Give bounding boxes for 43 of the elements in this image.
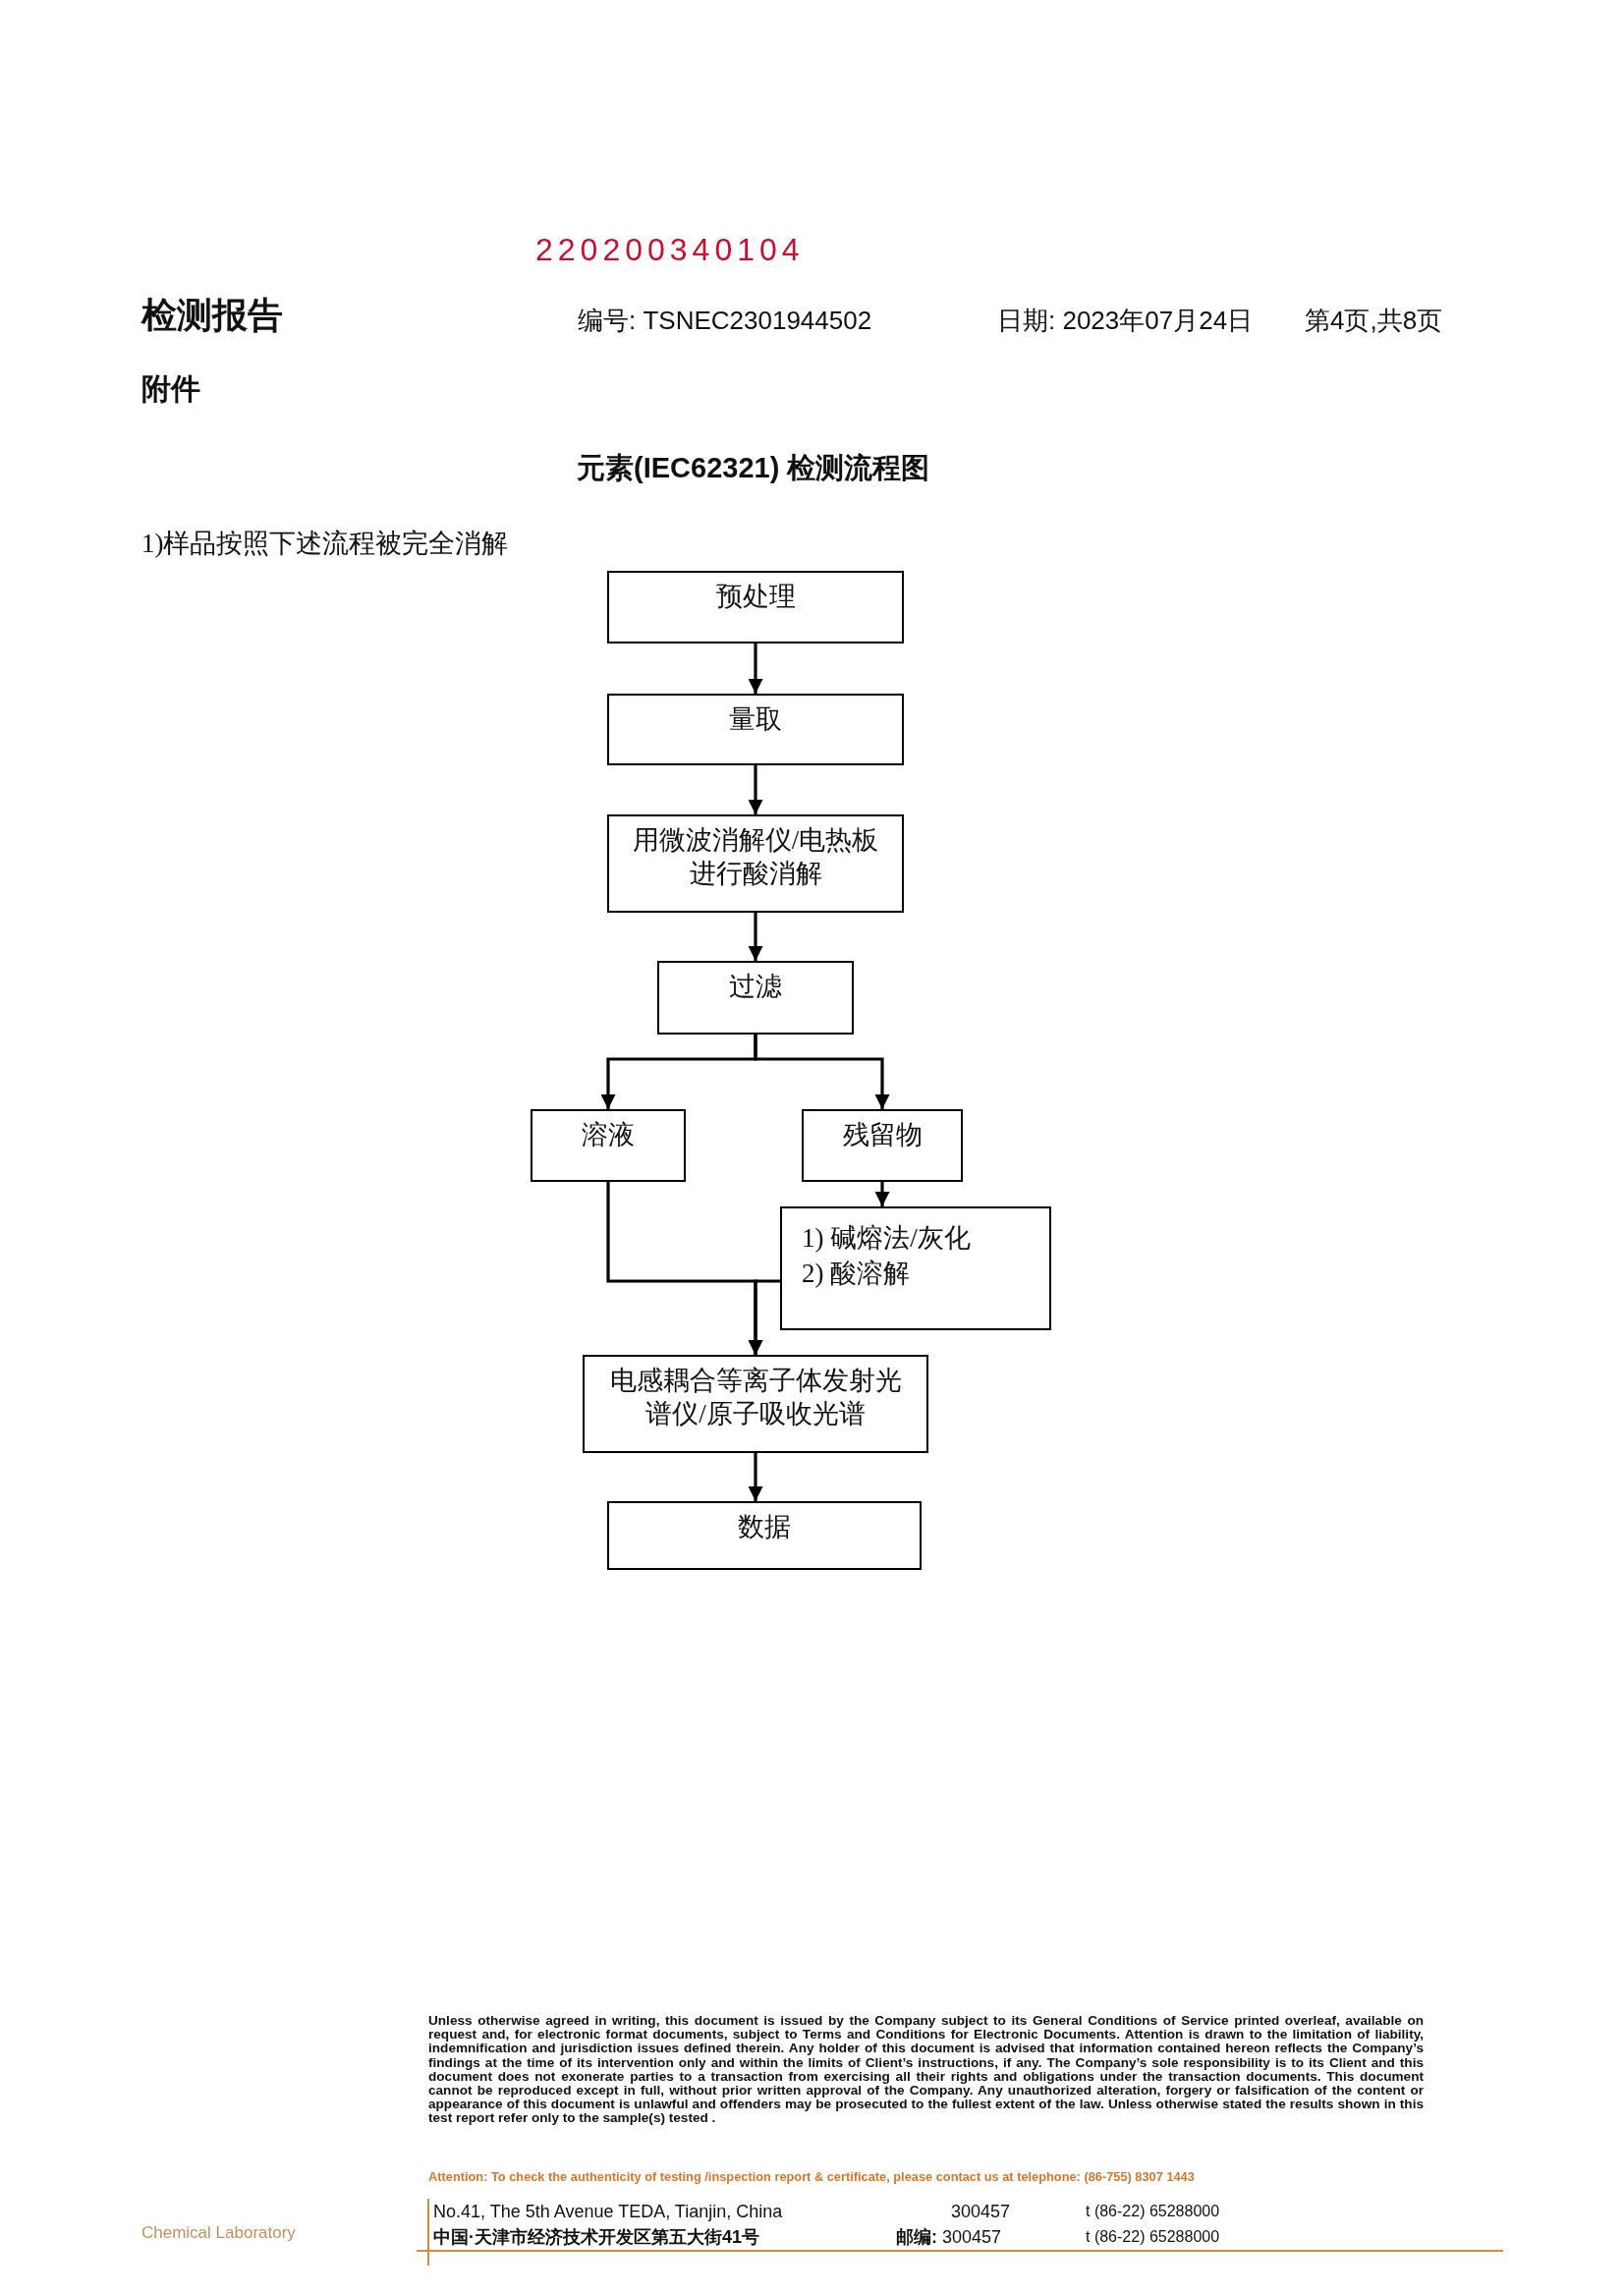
report-date: 日期: 2023年07月24日 [997, 305, 1254, 337]
step-label: 量取 [728, 703, 783, 736]
process-box [607, 814, 904, 913]
phone-number: t (86-22) 65288000 [1086, 2227, 1220, 2247]
step-label: 预处理 [714, 581, 797, 613]
step-label: 溶液 [581, 1119, 636, 1151]
arrow [748, 644, 763, 694]
step-label: 2) 酸溶解 [802, 1257, 912, 1290]
process-box [531, 1109, 686, 1182]
diagram-title: 元素(IEC62321) 检测流程图 [577, 451, 930, 485]
arrow [874, 1182, 890, 1206]
section-heading: 附件 [141, 371, 200, 407]
postal-code: 邮编: 300457 [896, 2226, 1002, 2249]
process-box [657, 961, 854, 1035]
process-box [583, 1355, 928, 1453]
intro-text: 1)样品按照下述流程被完全消解 [141, 528, 509, 560]
arrow [754, 1035, 890, 1109]
process-box [607, 571, 904, 644]
process-box [607, 694, 904, 765]
authenticity-notice: Attention: To check the authenticity of testing /inspection report & certificate, please contact us at telephone: (86-755) 8307 1443 [428, 2169, 1196, 2185]
process-box [607, 1501, 922, 1570]
process-box [780, 1206, 1051, 1330]
arrow [748, 765, 763, 814]
arrow [748, 1279, 780, 1355]
arrow [748, 913, 763, 961]
address-text: 中国·天津市经济技术开发区第五大街41号 [433, 2226, 759, 2249]
step-label: 残留物 [841, 1119, 924, 1151]
address-text: No.41, The 5th Avenue TEDA, Tianjin, China [433, 2201, 783, 2223]
page-number: 第4页,共8页 [1305, 305, 1443, 337]
process-box [802, 1109, 963, 1182]
certificate-number: 220200340104 [535, 231, 805, 269]
report-number: 编号: TSNEC2301944502 [578, 305, 872, 337]
disclaimer-text: Unless otherwise agreed in writing, this document is issued by the Company subject to its General Conditions of Service printed overleaf, available on request and, for electronic format documents, subject to Terms and Conditions for Electronic Documents. Attention is drawn to the limitation of liability, indemnification and jurisdiction issues defined therein. Any holder of this document is advised that information contained hereon reflects the Company’s findings at the time of its intervention only and within the limits of Client’s instructions, if any. The Company’s sole responsibility is to its Client and this document does not exonerate parties to a transaction from exercising all their rights and obligations under the transaction documents. This document cannot be reproduced except in full, without prior written approval of the Company. Any unauthorized alteration, forgery or falsification of the content or appearance of this document is unlawful and offenders may be prosecuted to the fullest extent of the law. Unless otherwise stated the results shown in this test report refer only to the sample(s) tested . [428, 2014, 1424, 2126]
step-label: 过滤 [728, 971, 783, 1003]
postal-code: 300457 [951, 2201, 1011, 2223]
lab-name: Chemical Laboratory [141, 2222, 296, 2244]
step-label: 数据 [737, 1511, 792, 1543]
step-label: 1) 碱熔法/灰化 [802, 1222, 972, 1255]
report-heading: 检测报告 [141, 294, 283, 337]
arrow [748, 1453, 763, 1501]
step-label: 电感耦合等离子体发射光谱仪/原子吸收光谱 [608, 1365, 903, 1430]
phone-number: t (86-22) 65288000 [1086, 2202, 1220, 2221]
step-label: 用微波消解仪/电热板进行酸消解 [631, 824, 880, 890]
